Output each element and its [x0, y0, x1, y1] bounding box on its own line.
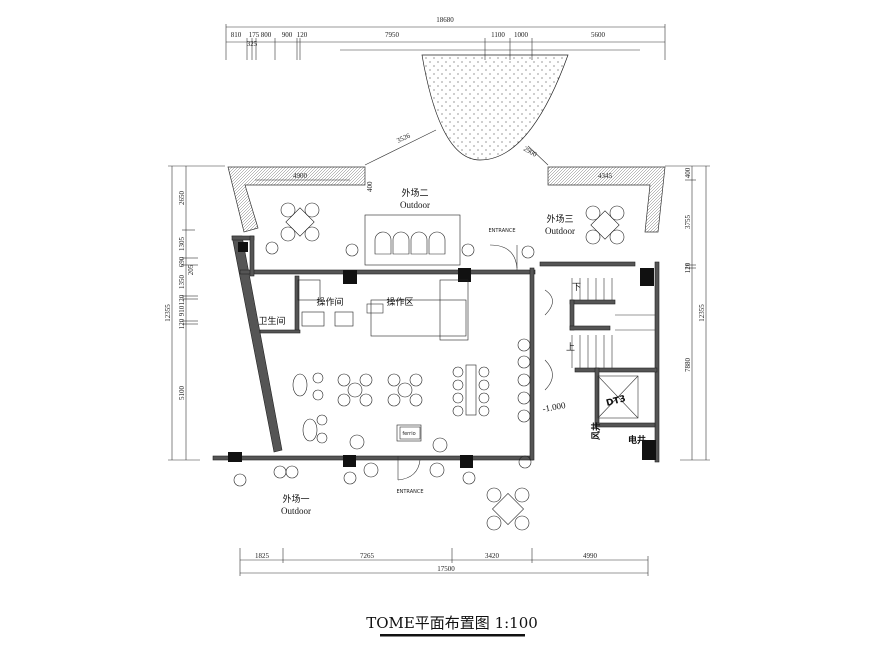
planter-dim: 400: [366, 181, 374, 192]
logo: ferrio: [402, 431, 415, 437]
dim-label: 3755: [684, 215, 692, 230]
dim-label: 325: [247, 40, 258, 48]
restroom-label: 卫生间: [258, 315, 285, 327]
dim-label: 120: [178, 294, 186, 305]
dim-label: 910: [178, 305, 186, 316]
left-dimension: 12355 2650 1305 690 205 1350 120 910 120…: [164, 165, 225, 461]
dim-label: 7880: [684, 358, 692, 373]
dim-label: 7265: [360, 552, 375, 560]
outdoor-3-label: 外场三: [546, 213, 573, 225]
radial-dim: 2900: [522, 145, 539, 159]
dim-label: 1305: [178, 237, 186, 252]
stairs: [544, 278, 655, 419]
outdoor-2-label: 外场二: [401, 187, 428, 199]
entrance-doors: [366, 244, 518, 481]
dim-label: 1000: [514, 31, 529, 39]
dim-label: 900: [282, 31, 293, 39]
electrical-shaft-label: 电井: [628, 434, 646, 446]
operation-area-label: 操作区: [386, 296, 413, 308]
furniture: [233, 202, 625, 531]
planters: 4900 4345 400: [227, 166, 666, 233]
dim-total: 12355: [698, 304, 706, 322]
dim-label: 4990: [583, 552, 598, 560]
drawing-title: TOME平面布置图 1:100: [366, 614, 538, 637]
planter-dim: 4345: [598, 172, 613, 180]
top-dimension: 18680 810 175 325 800 900 120 7950 1100 …: [225, 16, 666, 60]
zone-labels: 外场二 Outdoor 外场三 Outdoor 外场一 Outdoor 操作间 …: [258, 187, 646, 516]
dim-label: 1825: [255, 552, 270, 560]
plants: [233, 241, 535, 487]
stair-down-label: 下: [572, 283, 581, 293]
dim-label: 1350: [178, 275, 186, 290]
dim-label: 3420: [485, 552, 500, 560]
dim-label: 810: [231, 31, 242, 39]
dim-label: 5600: [591, 31, 606, 39]
dim-label: 205: [187, 264, 195, 275]
right-dimension: 400 3755 120 7880 12355: [665, 165, 710, 461]
entrance-label: ENTRANCE: [396, 489, 423, 495]
dim-total: 12355: [164, 304, 172, 322]
outdoor-1-label: 外场一: [282, 493, 309, 505]
dim-label: 120: [684, 262, 692, 273]
dim-label: 175: [249, 31, 260, 39]
bottom-dimension: 1825 7265 3420 4990 17500: [239, 548, 649, 576]
landscape-feature: 3526 2900: [340, 49, 640, 166]
round-table-group: [273, 202, 625, 531]
title-text: TOME平面布置图 1:100: [366, 614, 538, 632]
dim-label: 400: [684, 167, 692, 178]
walls: [212, 235, 660, 468]
dim-label: 690: [178, 256, 186, 267]
elevator-label: DT3: [605, 394, 627, 409]
dim-label: 120: [297, 31, 308, 39]
dim-total: 18680: [436, 16, 454, 24]
entrance-label: ENTRANCE: [488, 228, 515, 234]
outdoor-1-en: Outdoor: [281, 506, 311, 516]
dim-total: 17500: [437, 565, 455, 573]
outdoor-3-en: Outdoor: [545, 226, 575, 236]
dim-label: 1100: [491, 31, 505, 39]
fire-shaft-label: 风井: [590, 422, 602, 440]
level-label: -1.000: [542, 400, 567, 414]
dim-label: 7950: [385, 31, 400, 39]
dim-label: 120: [178, 318, 186, 329]
outdoor-2-en: Outdoor: [400, 200, 430, 210]
dim-label: 800: [261, 31, 272, 39]
stair-up-label: 上: [566, 342, 575, 353]
operation-room-label: 操作间: [316, 296, 343, 308]
dim-label: 5100: [178, 386, 186, 401]
dim-label: 2650: [178, 191, 186, 206]
planter-dim: 4900: [293, 172, 308, 180]
